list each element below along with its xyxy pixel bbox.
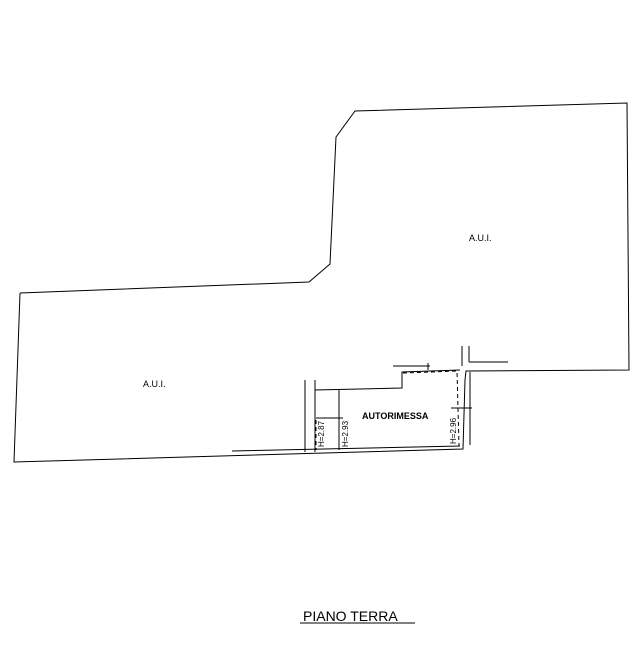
area-label-upper: A.U.I. [469, 233, 492, 243]
plan-title: PIANO TERRA [303, 608, 398, 624]
height-label: H=2.93 [341, 420, 350, 447]
height-label: H=2.96 [449, 417, 458, 444]
wall-line [231, 445, 461, 452]
garage-label: AUTORIMESSA [362, 411, 429, 421]
area-label-lower: A.U.I. [143, 379, 166, 389]
garage-wall [314, 369, 461, 391]
height-label: H=2.87 [317, 420, 326, 447]
outer-perimeter [13, 102, 630, 463]
